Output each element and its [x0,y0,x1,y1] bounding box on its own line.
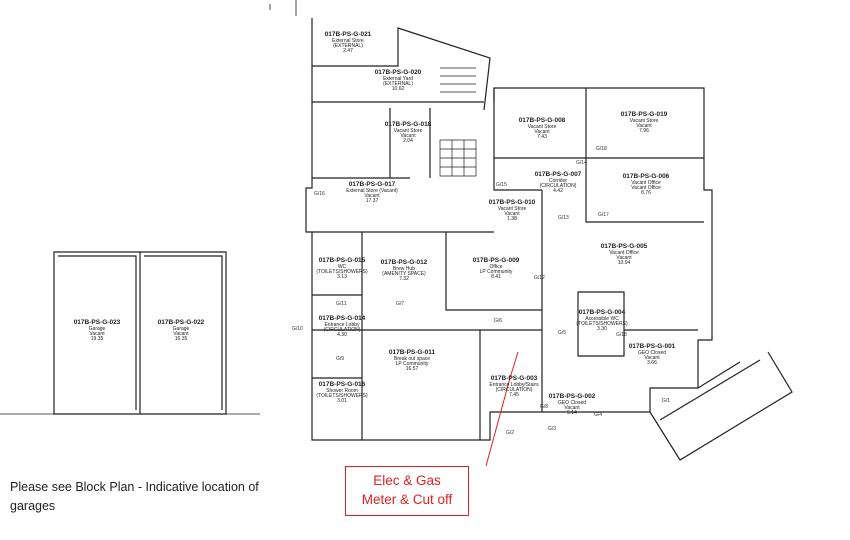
annotation-leader [485,351,519,467]
block-plan-note: Please see Block Plan - Indicative locat… [10,480,259,513]
door-tag: G/4 [594,412,603,418]
door-tag: G/7 [396,301,405,307]
door-tag: G/12 [534,275,545,281]
door-tag: G/11 [336,301,347,307]
door-tag: G/17 [598,212,609,218]
stairs [439,67,477,177]
door-tag: G/3 [548,426,557,432]
door-tag: G/14 [576,160,587,166]
door-tag: G/1 [662,398,671,404]
external-store-walls [311,18,491,111]
door-tag: G/10 [292,326,303,332]
elec-gas-meter-label: Elec & Gas Meter & Cut off [345,466,469,516]
door-tag: G/6 [494,318,503,324]
elec-line-1: Elec & Gas [373,473,441,488]
door-tag: G/15 [496,182,507,188]
door-tag: G/9 [336,356,345,362]
door-tag: G/2 [506,430,515,436]
door-tag: G/16 [314,191,325,197]
building-outline-walls [305,87,713,441]
door-tag: G/18 [616,332,627,338]
door-tag: G/5 [558,330,567,336]
elec-line-2: Meter & Cut off [361,492,453,507]
door-tag: G/18 [596,146,607,152]
interior-walls [312,88,704,440]
angled-wing-walls [649,351,793,461]
door-tag: G/13 [558,215,569,221]
door-tag: G/8 [540,404,549,410]
